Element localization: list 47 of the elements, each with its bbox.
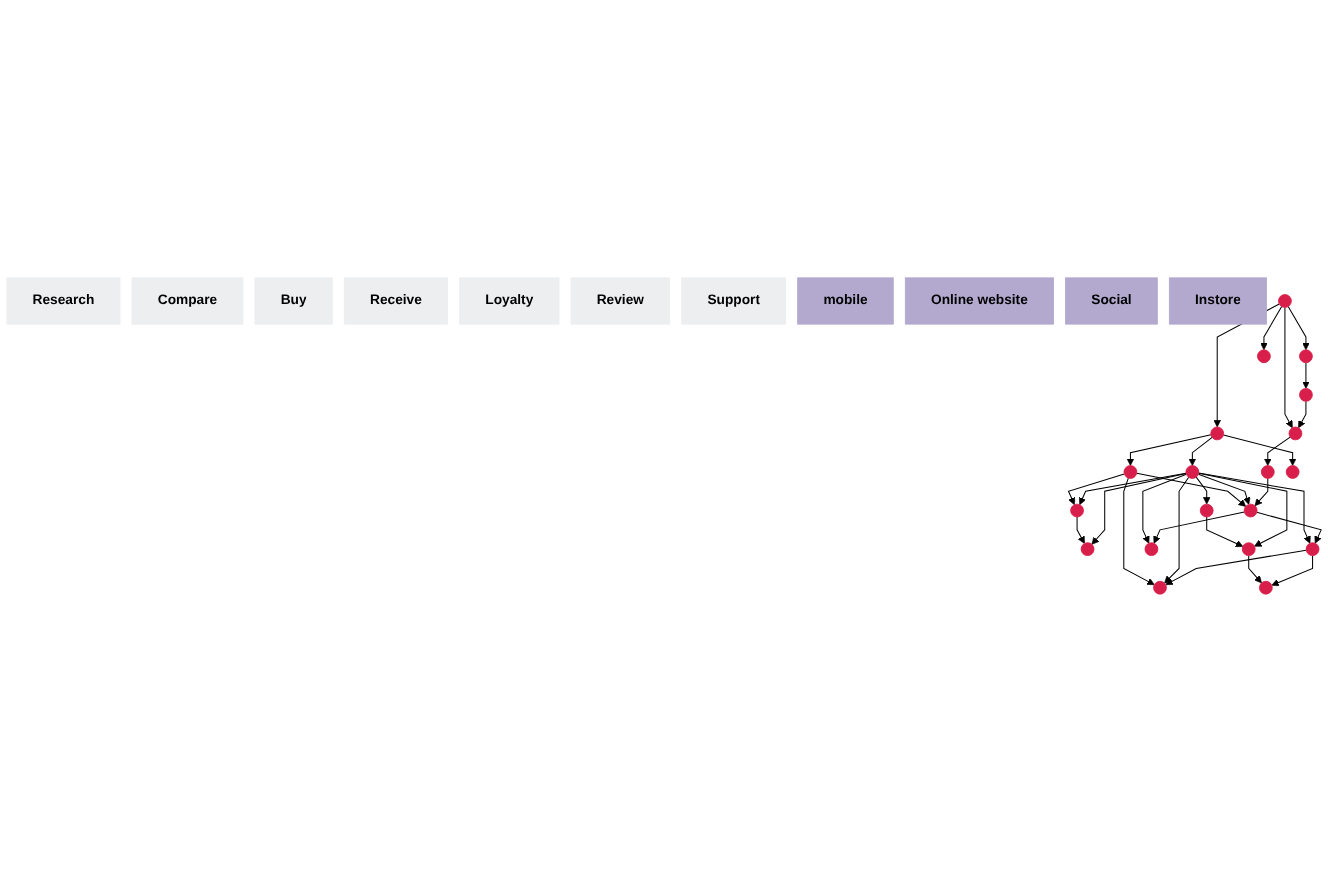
arrow [1287, 306, 1310, 351]
arrow [1136, 472, 1247, 507]
node-circle [1259, 580, 1273, 595]
arrow [1091, 472, 1187, 545]
node-circle [1278, 294, 1292, 308]
arrow [1284, 306, 1293, 429]
node-circle [1123, 465, 1138, 479]
arrow [1165, 549, 1307, 586]
arrow [1197, 473, 1251, 505]
node-circle [1199, 503, 1214, 518]
arrow [1079, 472, 1187, 506]
node-circle [1257, 349, 1271, 364]
node-circle [1153, 580, 1167, 595]
arrow [1222, 434, 1297, 466]
arrow [1076, 516, 1085, 544]
node-circle [1260, 465, 1275, 479]
node-circle [1288, 426, 1303, 441]
node-circle [1241, 542, 1256, 556]
arrow [1153, 511, 1245, 544]
arrow [1188, 436, 1213, 466]
node-circle [1285, 465, 1300, 479]
arrow [1123, 477, 1155, 586]
node-circle [1299, 349, 1313, 364]
node-circle [1299, 388, 1313, 402]
arrow [1198, 472, 1311, 544]
arrow [1256, 511, 1322, 544]
arrow [1067, 473, 1125, 506]
node-circle [1185, 465, 1200, 479]
arrow [1126, 434, 1212, 466]
node-circle [1070, 503, 1084, 518]
node-circle [1210, 426, 1225, 441]
node-circle [1243, 503, 1258, 518]
arrow [1302, 362, 1310, 389]
arrow [1142, 473, 1187, 544]
arrow [1164, 476, 1190, 584]
arrow [1248, 555, 1262, 584]
arrow [1195, 476, 1211, 505]
arrow [1260, 306, 1283, 351]
node-circle [1080, 542, 1095, 556]
arrow [1206, 516, 1244, 548]
arrow [1271, 555, 1314, 587]
arrow [1198, 472, 1288, 547]
arrow [1254, 477, 1269, 507]
node-circle [1144, 542, 1159, 556]
arrow [1264, 436, 1291, 466]
arrow [1298, 400, 1307, 429]
node-circle [1305, 542, 1320, 556]
